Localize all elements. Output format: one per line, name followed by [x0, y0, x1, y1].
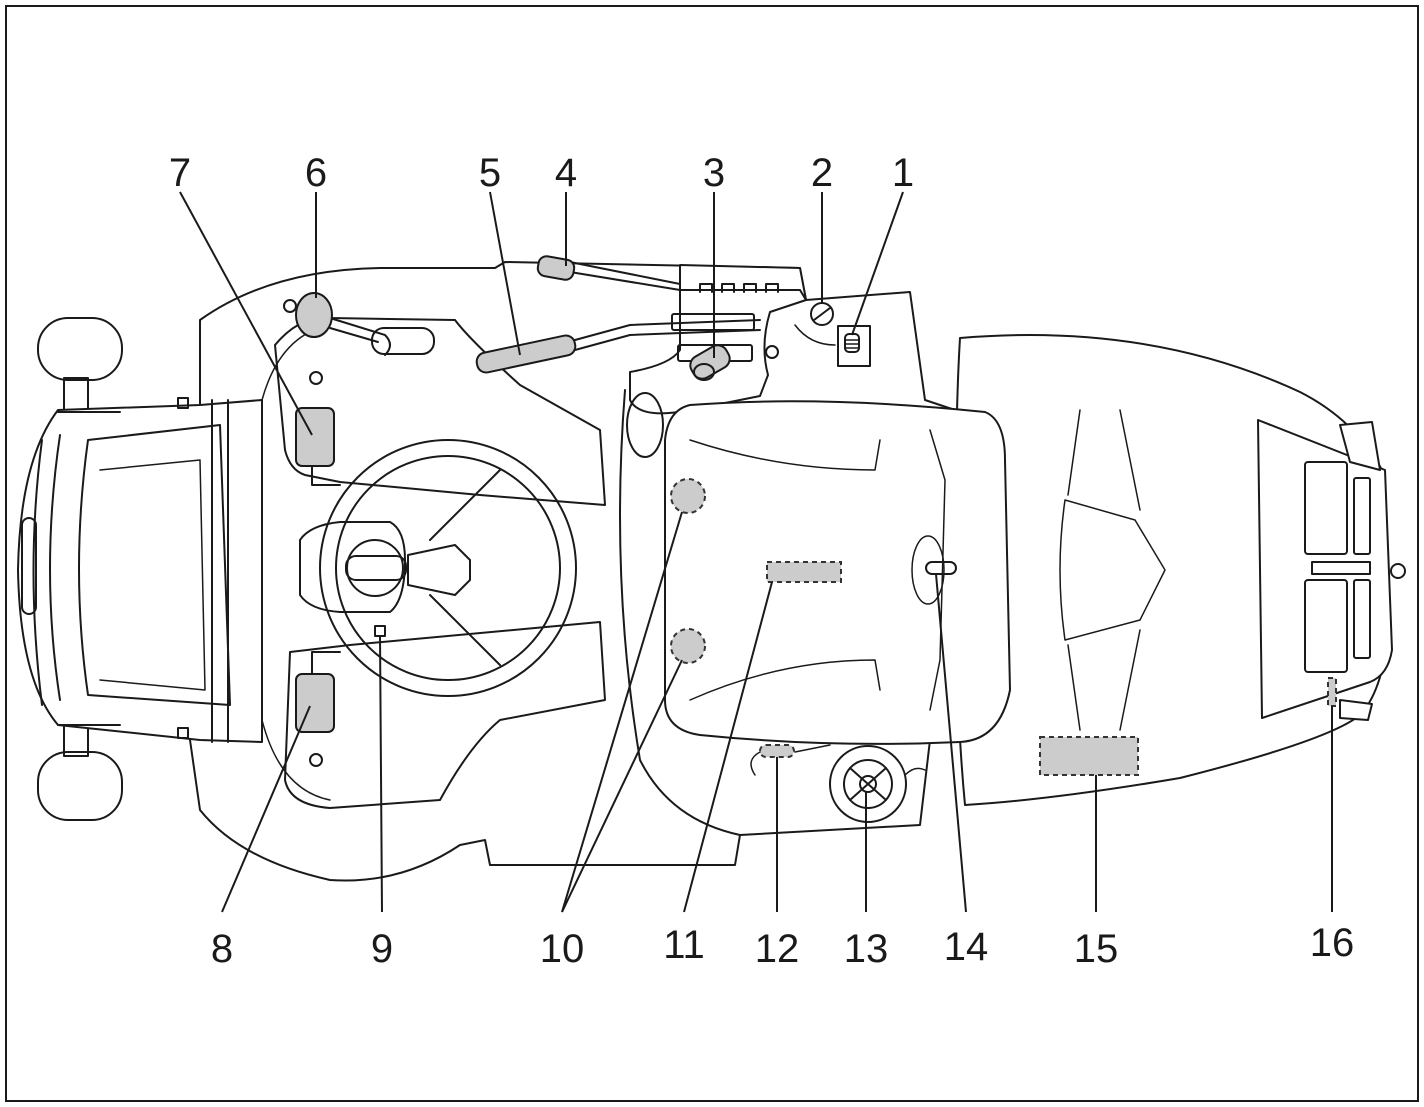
callout-numbers: 1 2 3 4 5 6 7 8 9 10 11 12 13 14 15 16 [169, 151, 1354, 971]
callout-3: 3 [703, 151, 725, 195]
front-wheels [37, 317, 123, 821]
part-11-label [766, 561, 842, 583]
callout-4: 4 [555, 151, 577, 195]
callout-15: 15 [1074, 927, 1119, 971]
part-3-throttle [689, 344, 731, 381]
rear-body [954, 334, 1406, 806]
callout-5: 5 [479, 151, 501, 195]
steering-wheel [299, 439, 577, 697]
callout-12: 12 [755, 927, 800, 971]
part-1-ignition [837, 325, 871, 367]
part-13-fuel-cap [829, 745, 926, 823]
part-12-plug [750, 744, 831, 776]
part-14-seat-adjust [925, 561, 957, 575]
callout-9: 9 [371, 927, 393, 971]
callout-7: 7 [169, 151, 191, 195]
callout-10: 10 [540, 927, 585, 971]
callout-14: 14 [944, 925, 989, 969]
part-10-under-seat [670, 478, 706, 664]
part-6-blade-lever [283, 292, 435, 385]
callout-8: 8 [211, 927, 233, 971]
callout-6: 6 [305, 151, 327, 195]
front-hood [17, 397, 263, 743]
callout-11: 11 [663, 923, 705, 967]
part-15-label [1039, 736, 1139, 776]
part-16-tag [1327, 677, 1337, 707]
callout-2: 2 [811, 151, 833, 195]
leader-lines [179, 191, 1333, 913]
callout-13: 13 [844, 927, 889, 971]
callout-1: 1 [892, 151, 914, 195]
part-5-brake-lever [475, 319, 761, 374]
callout-16: 16 [1310, 921, 1355, 965]
